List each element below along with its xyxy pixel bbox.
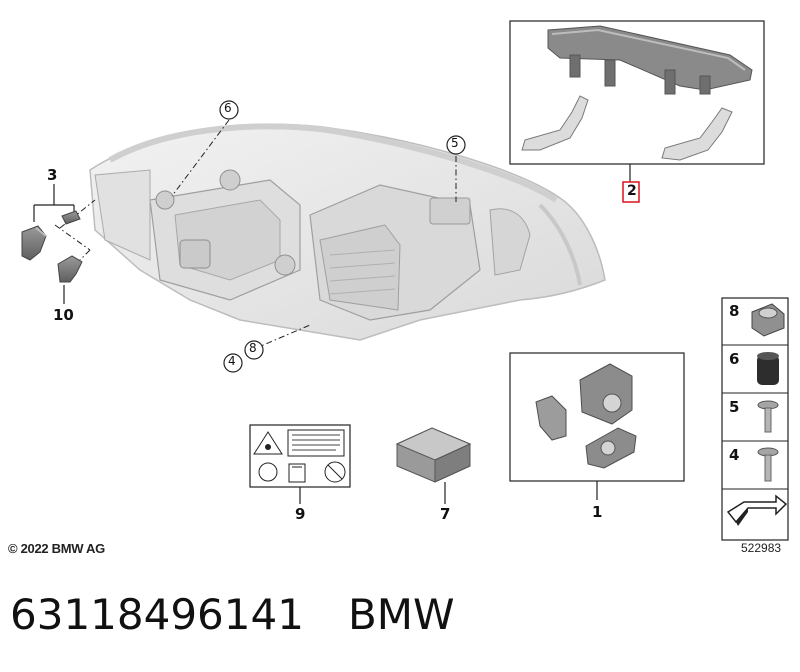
arrow-icon (726, 494, 788, 526)
caption: 63118496141 BMW (10, 590, 455, 639)
leader-lines (54, 119, 457, 350)
diagram-id: 522983 (741, 541, 782, 555)
grommet-icon (757, 352, 779, 385)
part-7-box-icon (395, 427, 472, 504)
part-label-7: 7 (440, 505, 451, 523)
part-10-connector-icon (57, 255, 83, 304)
part-label-1: 1 (592, 503, 603, 521)
callout-number-4: 4 (228, 354, 236, 368)
legend-label-8: 8 (729, 302, 740, 320)
bolt-icon (757, 447, 779, 482)
legend-label-5: 5 (729, 398, 740, 416)
callout-5 (446, 135, 466, 155)
copyright-text: © 2022 BMW AG (8, 541, 105, 556)
part-label-10: 10 (53, 306, 74, 324)
part-label-3: 3 (47, 166, 58, 184)
part-label-2: 2 (627, 183, 637, 199)
part-3-group (21, 184, 81, 261)
part-9-warning-label (249, 424, 351, 504)
nut-icon (751, 303, 785, 337)
screw-icon (757, 400, 779, 433)
legend-label-6: 6 (729, 350, 740, 368)
part-number: 63118496141 (10, 590, 304, 639)
part-2-box (509, 20, 765, 182)
callout-8 (244, 340, 264, 360)
bulb-socket-icon (21, 225, 47, 261)
callout-6 (219, 100, 239, 120)
headlight-housing (89, 123, 606, 341)
part-label-9: 9 (295, 505, 306, 523)
legend-column (721, 297, 789, 541)
callout-number-5: 5 (451, 136, 459, 150)
grommet-icon (61, 210, 81, 225)
part-2-highlight (622, 181, 640, 203)
callout-4 (223, 353, 243, 373)
callout-number-6: 6 (224, 101, 232, 115)
legend-label-4: 4 (729, 446, 740, 464)
brand-name: BMW (347, 590, 455, 639)
part-1-box (509, 352, 685, 500)
callout-number-8: 8 (249, 341, 257, 355)
